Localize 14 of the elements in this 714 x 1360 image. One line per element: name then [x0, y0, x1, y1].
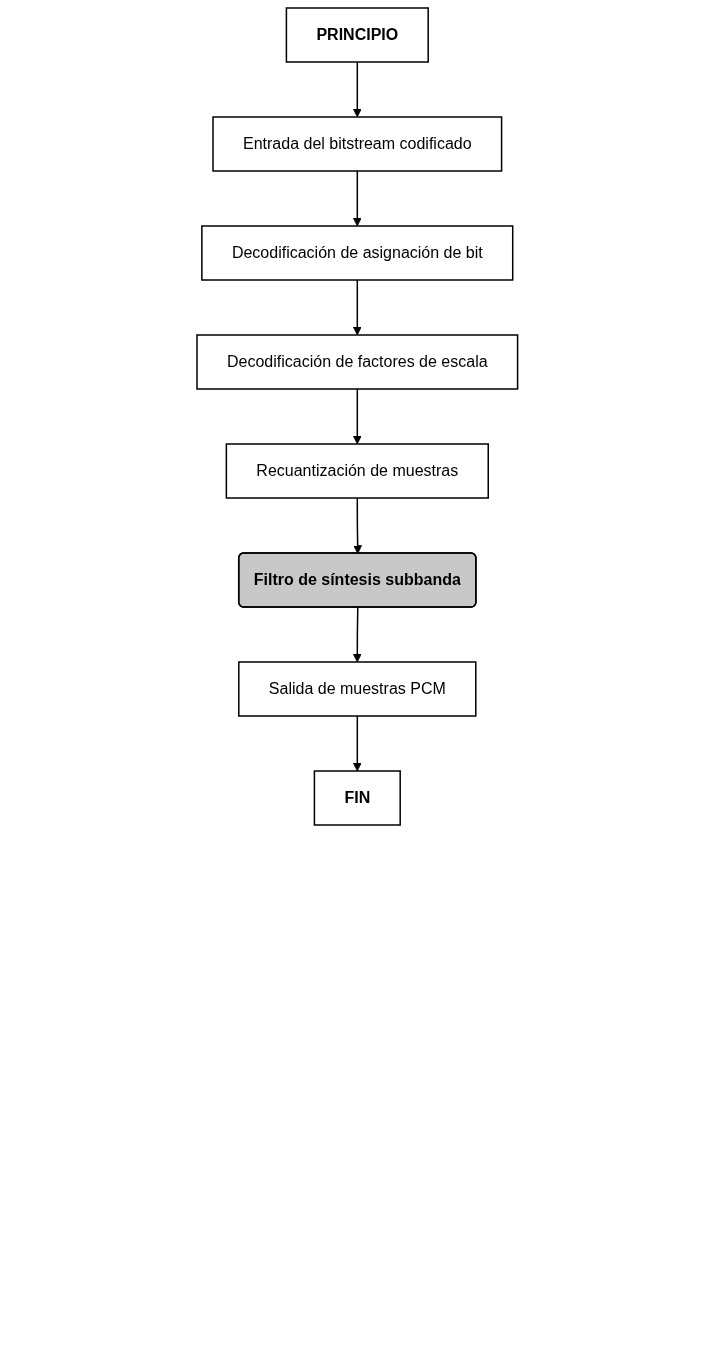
node-box: Recuantización de muestras	[225, 443, 489, 499]
arrow	[352, 715, 362, 772]
node-box: PRINCIPIO	[285, 7, 429, 63]
arrow	[352, 279, 362, 336]
node-box: Decodificación de factores de escala	[195, 334, 519, 390]
arrow	[352, 61, 362, 118]
node-box: Salida de muestras PCM	[237, 661, 477, 717]
arrow	[352, 170, 362, 227]
arrow	[352, 606, 362, 663]
node-box: FIN	[313, 770, 401, 826]
node-box: Entrada del bitstream codificado	[211, 116, 503, 172]
arrow	[352, 388, 362, 445]
node-box: Decodificación de asignación de bit	[200, 225, 514, 281]
arrow	[352, 497, 362, 554]
